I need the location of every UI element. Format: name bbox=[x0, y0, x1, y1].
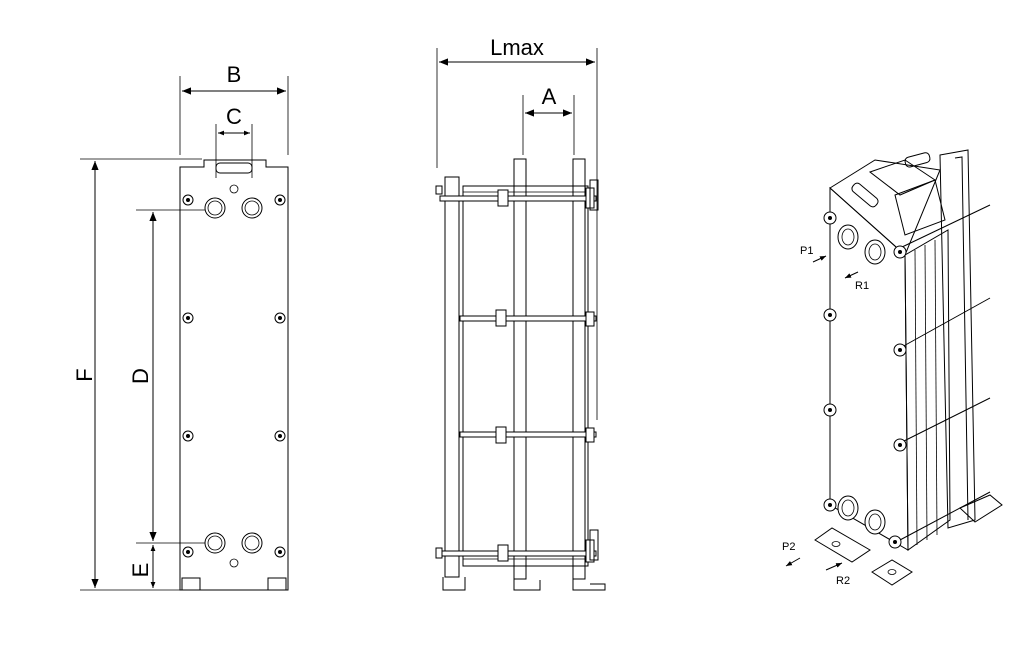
nuts bbox=[435, 185, 595, 563]
iso-port-r1 bbox=[864, 239, 886, 265]
port-bottom-left bbox=[204, 532, 226, 554]
dimension-c: C bbox=[215, 104, 253, 178]
dimension-b-label: B bbox=[227, 62, 242, 87]
dimension-e-label: E bbox=[128, 563, 153, 578]
dimension-f: F bbox=[72, 158, 202, 591]
port-top-left bbox=[204, 197, 226, 219]
port-top-right bbox=[241, 197, 263, 219]
dimension-d-label: D bbox=[128, 368, 153, 384]
bolt-heads bbox=[182, 194, 286, 558]
dimension-lmax-label: Lmax bbox=[490, 35, 544, 60]
dimension-b: B bbox=[179, 62, 289, 155]
isometric-view: P1 R1 P2 R2 bbox=[782, 149, 1003, 587]
dimension-a-label: A bbox=[542, 84, 557, 109]
side-view: Lmax A bbox=[435, 35, 606, 591]
dimension-lmax: Lmax bbox=[436, 35, 598, 420]
dimension-e: E bbox=[128, 545, 156, 588]
port-bottom-right bbox=[241, 532, 263, 554]
port-label-p1: P1 bbox=[800, 245, 813, 257]
port-label-p2: P2 bbox=[782, 541, 795, 553]
iso-bolts bbox=[823, 211, 907, 549]
port-label-r1: R1 bbox=[855, 280, 869, 292]
front-view: B C F D E bbox=[72, 62, 289, 591]
dimension-d: D bbox=[128, 209, 205, 544]
iso-port-r2 bbox=[864, 509, 886, 535]
iso-port-p2 bbox=[837, 495, 859, 521]
iso-port-p1 bbox=[837, 224, 859, 250]
port-label-r2: R2 bbox=[836, 575, 850, 587]
dimension-a: A bbox=[522, 84, 575, 155]
tie-bars bbox=[439, 195, 597, 557]
dimension-c-label: C bbox=[226, 104, 242, 129]
iso-tie-bars bbox=[899, 204, 991, 541]
dimension-f-label: F bbox=[72, 368, 97, 381]
